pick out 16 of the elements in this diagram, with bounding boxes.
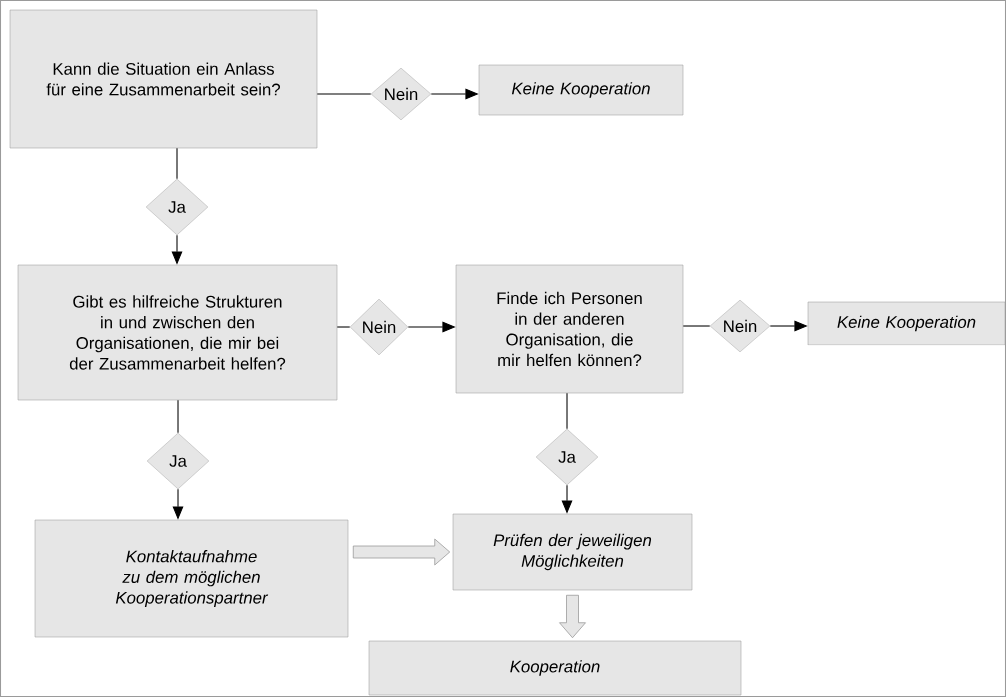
result-box: Kooperation — [368, 640, 742, 696]
result-box: Keine Kooperation — [478, 64, 684, 116]
process-box: Finde ich Personen in der anderen Organisation, die mir helfen können? — [455, 264, 684, 394]
process-box: Gibt es hilfreiche Strukturen in und zwischen den Organisationen, die mir bei der Zusammenarbeit helfen? — [17, 264, 338, 401]
process-box: Kann die Situation ein Anlass für eine Zusammenarbeit sein? — [9, 9, 318, 149]
result-box: Kontaktaufnahme zu dem möglichen Kooperationspartner — [34, 519, 349, 638]
connector-line — [682, 325, 711, 327]
connector-line — [336, 326, 351, 328]
block-arrow — [352, 538, 451, 566]
block-arrow — [559, 594, 586, 639]
result-box: Keine Kooperation — [807, 301, 1006, 346]
connector-line — [176, 147, 178, 180]
connector-line — [177, 399, 179, 434]
connector-line — [316, 93, 372, 95]
result-box: Prüfen der jeweiligen Möglichkeiten — [452, 513, 693, 591]
connector-line — [566, 392, 568, 430]
